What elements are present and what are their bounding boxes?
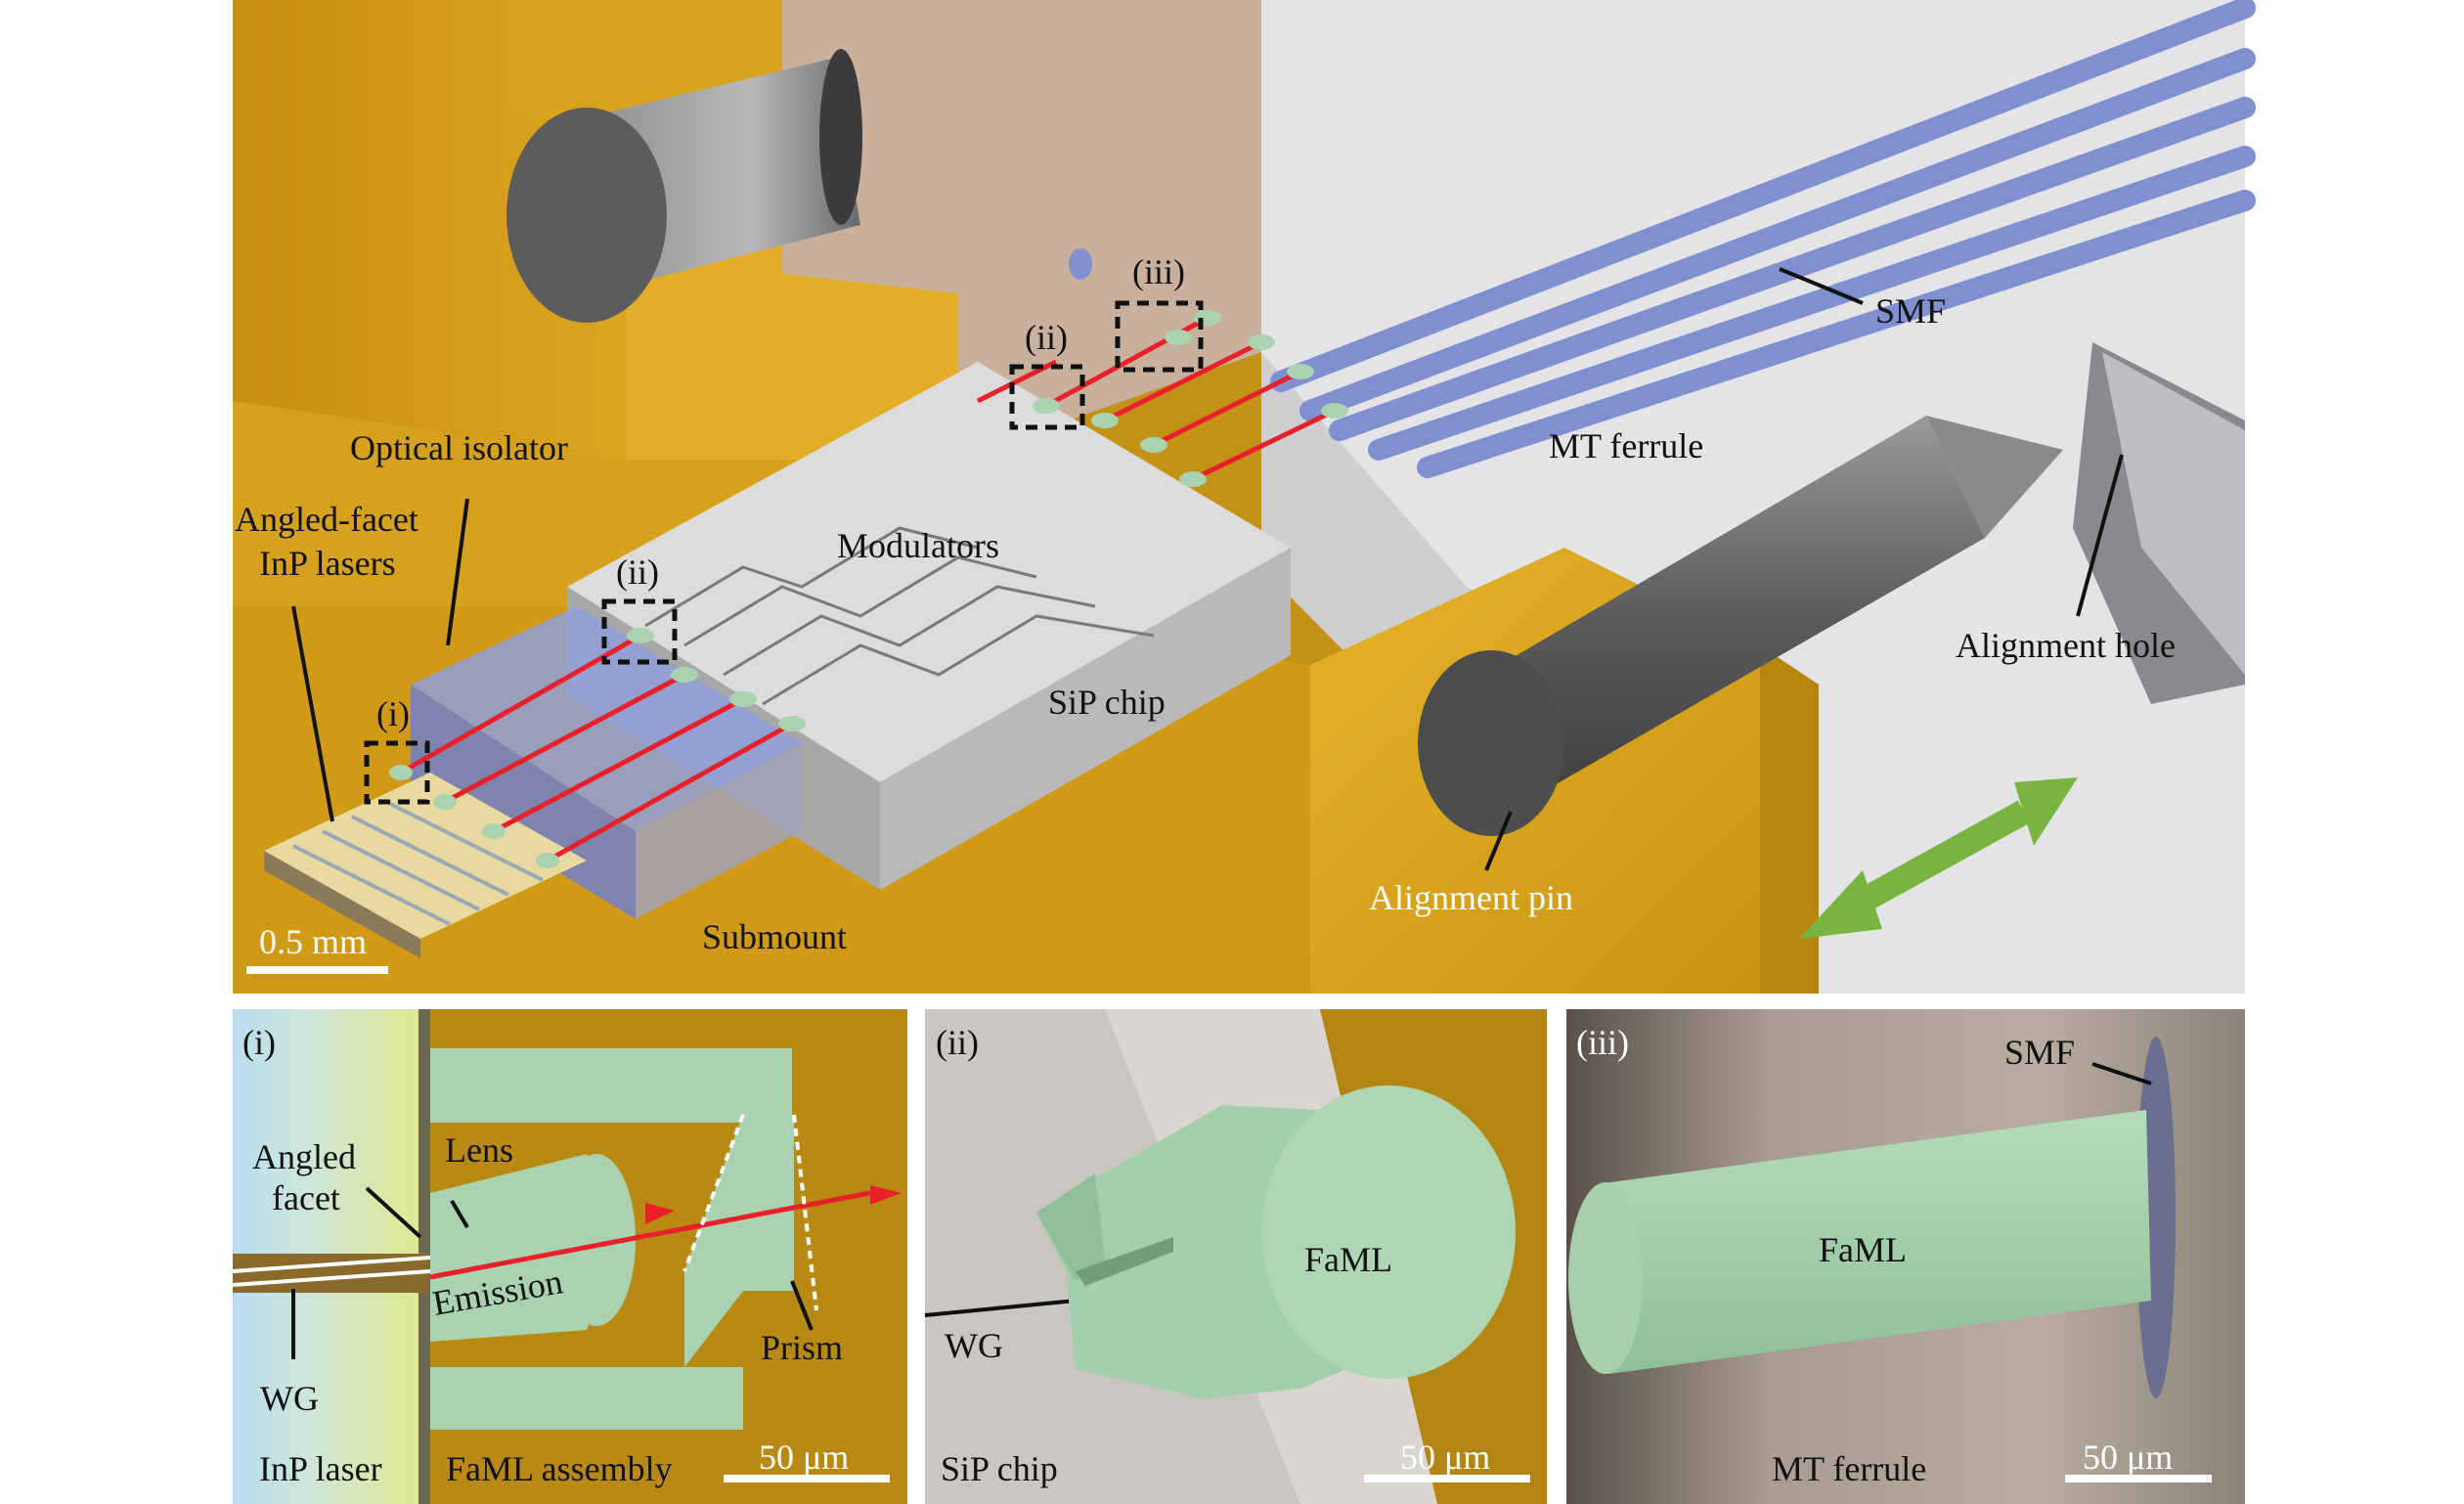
panel-ii-tag: (ii)	[936, 1023, 979, 1062]
fiber-end-dot	[1069, 248, 1092, 280]
movement-double-arrow	[1799, 777, 2078, 939]
beige-block	[782, 0, 1261, 460]
label-inp-lasers: InP lasers	[259, 544, 396, 583]
panel-i-inp-laser: InP laser	[259, 1449, 382, 1488]
faml-lenses	[389, 310, 1348, 868]
panel-iii-scale-bar	[2065, 1475, 2212, 1482]
panel-iii-smf-label: SMF	[2004, 1033, 2075, 1072]
panel-iii-mt-ferrule-label: MT ferrule	[1772, 1449, 1926, 1488]
panel-iii-faml-label: FaML	[1819, 1230, 1907, 1269]
leader-lines	[291, 267, 2124, 871]
panel-i: (i) Angled facet Lens Emission Prism WG …	[232, 1009, 907, 1504]
panel-i-faml-assembly-label: FaML assembly	[446, 1449, 673, 1488]
callout-iii: (iii)	[1132, 252, 1185, 291]
panel-i-scale-bar	[724, 1475, 890, 1482]
panel-i-scale-label: 50 μm	[759, 1438, 849, 1477]
panel-ii-faml	[1036, 1085, 1516, 1398]
label-main-scale: 0.5 mm	[259, 922, 367, 961]
inp-laser-chip	[264, 773, 587, 958]
label-alignment-pin: Alignment pin	[1369, 878, 1573, 917]
main-scale-bar	[246, 966, 388, 974]
panel-i-wg: WG	[260, 1379, 319, 1418]
label-modulators: Modulators	[837, 526, 999, 565]
alignment-pin	[1418, 416, 2063, 836]
panel-i-beam	[429, 1190, 871, 1280]
panel-ii-wg-label: WG	[945, 1326, 1003, 1365]
main-render-panel: Angled-facet InP lasers Optical isolator…	[233, 0, 2256, 994]
panel-i-angled-line1: Angled	[252, 1137, 356, 1176]
label-angled-facet-line1: Angled-facet	[235, 500, 418, 539]
panel-ii-scale-label: 50 μm	[1400, 1438, 1490, 1477]
panel-ii-sip-chip-label: SiP chip	[941, 1449, 1058, 1488]
label-submount: Submount	[702, 917, 847, 956]
modulator-traces	[644, 526, 1155, 706]
panel-iii: (iii) SMF FaML MT ferrule 50 μm	[1566, 1009, 2245, 1504]
label-sip-chip: SiP chip	[1048, 683, 1166, 722]
label-alignment-hole: Alignment hole	[1956, 626, 2176, 665]
panel-i-waveguide	[232, 1254, 431, 1293]
label-optical-isolator: Optical isolator	[350, 428, 568, 467]
label-smf: SMF	[1875, 291, 1946, 331]
label-mt-ferrule: MT ferrule	[1549, 426, 1703, 465]
panel-i-angled-line2: facet	[272, 1178, 340, 1217]
panel-ii-faml-label: FaML	[1304, 1240, 1392, 1279]
panel-i-faml-assembly	[430, 1048, 794, 1430]
panel-ii-scale-bar	[1364, 1475, 1530, 1482]
panel-i-tag: (i)	[242, 1023, 276, 1062]
callout-i: (i)	[376, 694, 410, 733]
panel-ii: (ii) FaML WG SiP chip 50 μm	[924, 1009, 1547, 1504]
smf-fibers	[1270, 0, 2256, 478]
callout-boxes	[364, 300, 1204, 805]
panel-i-prism: Prism	[761, 1328, 843, 1367]
panel-ii-wg-line	[924, 1299, 1077, 1317]
panel-iii-scale-label: 50 μm	[2083, 1438, 2173, 1477]
panel-iii-faml-cylinder	[1568, 1110, 2151, 1374]
callout-ii-lower: (ii)	[616, 553, 659, 592]
callout-ii-upper: (ii)	[1025, 318, 1068, 357]
panel-i-lens: Lens	[445, 1130, 513, 1170]
top-cylinder	[506, 49, 862, 323]
panel-iii-tag: (iii)	[1576, 1023, 1629, 1062]
